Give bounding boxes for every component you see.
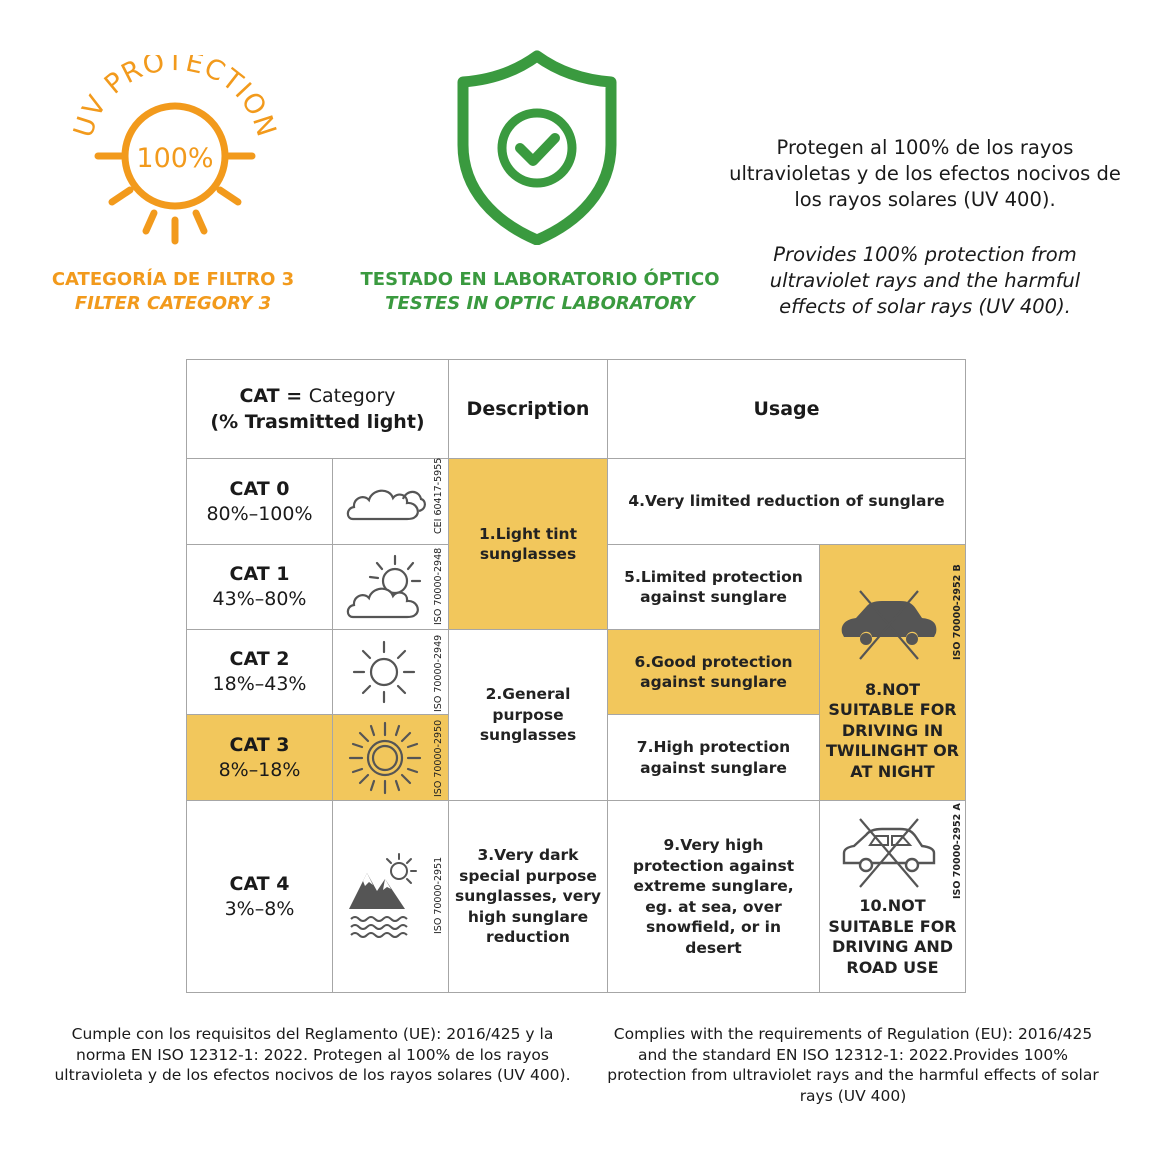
description-2: 2.General purpose sunglasses xyxy=(448,629,608,801)
cat-0-name: CAT 0 xyxy=(229,477,290,500)
header-cat-normal: Category xyxy=(308,385,396,407)
usage-6-text: 6.Good protection against sunglare xyxy=(634,652,793,692)
usage-8-text: 8.NOT SUITABLE FOR DRIVING IN TWILINGHT … xyxy=(826,679,959,781)
uv-arc-text: UV PROTECTION xyxy=(68,46,281,141)
usage-4: 4.Very limited reduction of sunglare xyxy=(607,458,966,545)
filter-category-es: CATEGORÍA DE FILTRO 3 xyxy=(51,269,295,290)
uv-protection-logo: UV PROTECTION 100% xyxy=(60,46,290,255)
cat-3-iso: ISO 70000-2950 xyxy=(433,719,444,797)
strong-sun-icon xyxy=(348,721,422,795)
svg-text:UV PROTECTION: UV PROTECTION xyxy=(68,55,282,141)
cat-1-name: CAT 1 xyxy=(229,563,290,585)
cat-0-icon-cell: CEI 60417-5955 xyxy=(332,458,449,545)
description-3-text: 3.Very dark special purpose sunglasses, … xyxy=(455,846,602,947)
mountain-sun-icon xyxy=(349,853,417,938)
usage-6: 6.Good protection against sunglare xyxy=(607,629,820,715)
header-cat-line2: (% Trasmitted light) xyxy=(210,411,425,433)
cat-4-name: CAT 4 xyxy=(229,872,290,895)
car-crossed-icon xyxy=(842,818,936,888)
cat-3-icon-cell: ISO 70000-2950 xyxy=(332,714,449,801)
lab-tested-label: TESTADO EN LABORATORIO ÓPTICO TESTES IN … xyxy=(345,268,735,316)
cat-1-cell: CAT 1 43%–80% xyxy=(186,544,333,630)
filter-category-table: CAT = Category (% Trasmitted light) Desc… xyxy=(186,359,966,993)
cat-2-name: CAT 2 xyxy=(229,648,290,670)
usage-9-text: 9.Very high protection against extreme s… xyxy=(632,836,795,957)
header-usage: Usage xyxy=(607,359,966,459)
car-night-crossed-icon xyxy=(841,590,937,660)
cat-2-cell: CAT 2 18%–43% xyxy=(186,629,333,715)
usage-10: ISO 70000-2952 A 10.NOT SUITABLE FOR DRI… xyxy=(819,800,966,993)
usage-10-iso: ISO 70000-2952 A xyxy=(952,803,963,899)
cat-3-name: CAT 3 xyxy=(229,733,290,756)
cat-4-icon-cell: ISO 70000-2951 xyxy=(332,800,449,993)
cat-0-iso: CEI 60417-5955 xyxy=(433,457,444,534)
header-description: Description xyxy=(448,359,608,459)
description-1-text: 1.Light tint sunglasses xyxy=(479,524,577,564)
compliance-text-es: Cumple con los requisitos del Reglamento… xyxy=(54,1025,571,1084)
cat-4-range: 3%–8% xyxy=(224,897,295,920)
sun-cloud-icon xyxy=(346,554,422,619)
lab-tested-es: TESTADO EN LABORATORIO ÓPTICO xyxy=(360,269,720,290)
compliance-text-en: Complies with the requirements of Regula… xyxy=(607,1025,1099,1105)
usage-5: 5.Limited protection against sunglare xyxy=(607,544,820,630)
cloud-icon xyxy=(346,489,426,521)
filter-category-label: CATEGORÍA DE FILTRO 3 FILTER CATEGORY 3 xyxy=(28,268,318,316)
usage-7-text: 7.High protection against sunglare xyxy=(636,738,791,777)
sun-icon xyxy=(352,640,416,704)
usage-8: ISO 70000-2952 B 8.NOT SUITABLE FOR DRIV… xyxy=(819,544,966,801)
description-3: 3.Very dark special purpose sunglasses, … xyxy=(448,800,608,993)
shield-check-icon xyxy=(455,50,620,246)
cat-1-range: 43%–80% xyxy=(212,588,307,610)
cat-2-range: 18%–43% xyxy=(212,673,307,695)
usage-8-iso: ISO 70000-2952 B xyxy=(952,564,963,660)
cat-1-iso: ISO 70000-2948 xyxy=(433,547,444,625)
lab-tested-en: TESTES IN OPTIC LABORATORY xyxy=(385,293,695,314)
uv-percent-text: 100% xyxy=(136,143,213,174)
cat-2-icon-cell: ISO 70000-2949 xyxy=(332,629,449,715)
cat-0-range: 80%–100% xyxy=(206,502,313,525)
cat-2-iso: ISO 70000-2949 xyxy=(433,634,444,712)
description-2-text: 2.General purpose sunglasses xyxy=(479,685,577,745)
protection-text-en: Provides 100% protection from ultraviole… xyxy=(769,243,1081,318)
header-category: CAT = Category (% Trasmitted light) xyxy=(186,359,449,459)
protection-text-es: Protegen al 100% de los rayos ultraviole… xyxy=(729,136,1121,211)
cat-3-range: 8%–18% xyxy=(218,758,301,781)
filter-category-en: FILTER CATEGORY 3 xyxy=(74,293,272,314)
cat-4-iso: ISO 70000-2951 xyxy=(433,856,444,934)
description-1: 1.Light tint sunglasses xyxy=(448,458,608,630)
usage-10-text: 10.NOT SUITABLE FOR DRIVING AND ROAD USE xyxy=(828,896,957,977)
usage-5-text: 5.Limited protection against sunglare xyxy=(624,567,803,607)
cat-1-icon-cell: ISO 70000-2948 xyxy=(332,544,449,630)
header-cat-bold: CAT = xyxy=(239,385,303,407)
usage-9: 9.Very high protection against extreme s… xyxy=(607,800,820,993)
usage-7: 7.High protection against sunglare xyxy=(607,714,820,801)
